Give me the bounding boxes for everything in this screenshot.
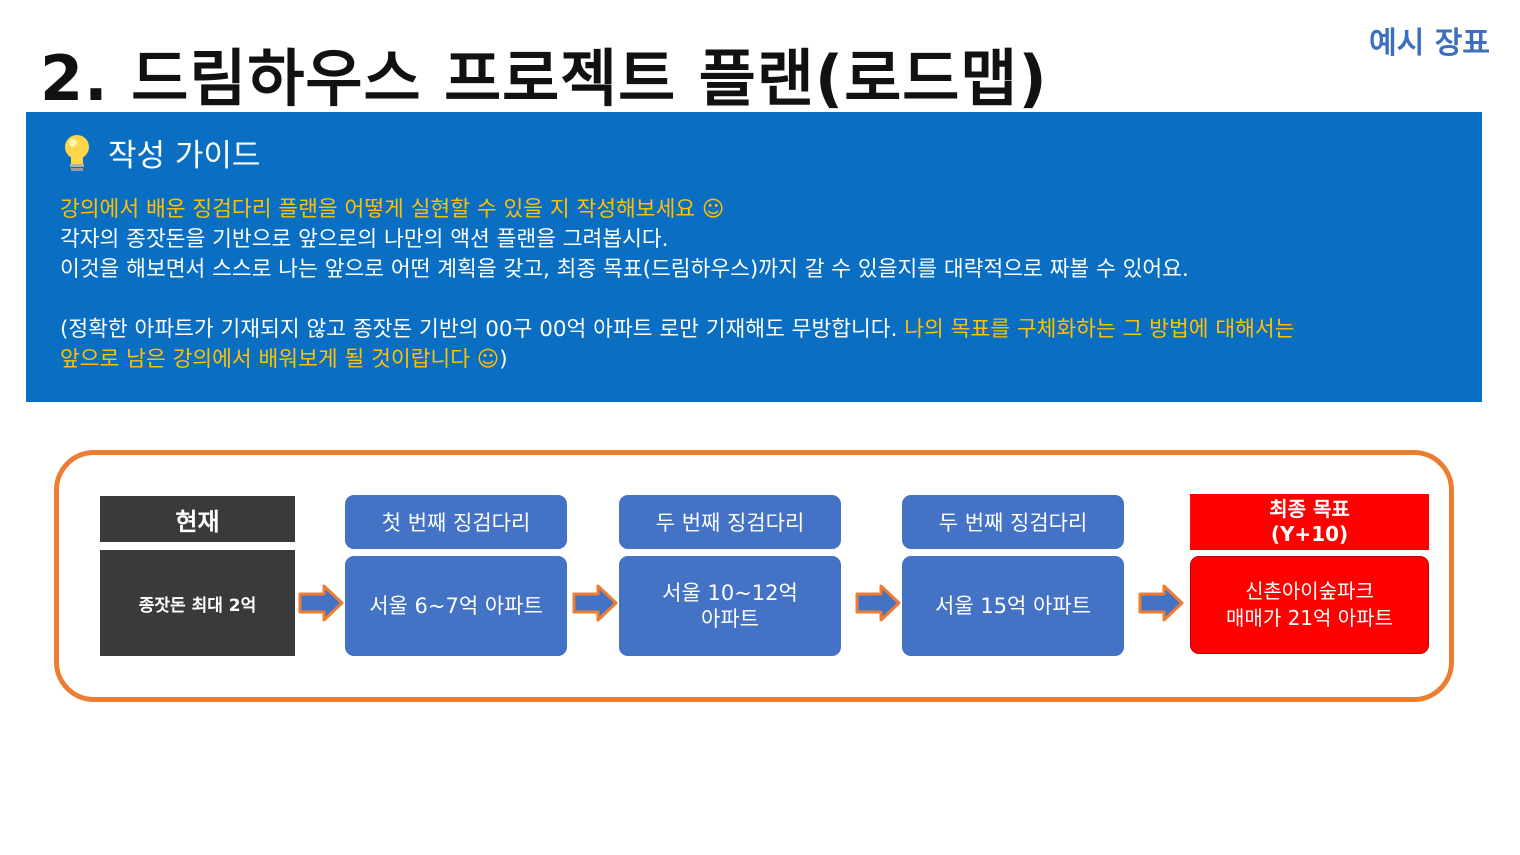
- arrow-right-icon: [572, 584, 618, 622]
- step2-body: 서울 10~12억 아파트: [619, 556, 841, 656]
- roadmap-frame: [54, 450, 1454, 702]
- page-title: 2. 드림하우스 프로젝트 플랜(로드맵): [40, 42, 1048, 115]
- guide-heading: 작성 가이드: [108, 138, 261, 174]
- current-header: 현재: [100, 496, 295, 542]
- guide-line-3: 이것을 해보면서 스스로 나는 앞으로 어떤 계획을 갖고, 최종 목표(드림하…: [60, 257, 1189, 282]
- goal-header: 최종 목표 (Y+10): [1190, 494, 1429, 550]
- step3-header: 두 번째 징검다리: [902, 495, 1124, 549]
- arrow-right-icon: [855, 584, 901, 622]
- step1-header: 첫 번째 징검다리: [345, 495, 567, 549]
- step2-header: 두 번째 징검다리: [619, 495, 841, 549]
- step3-body: 서울 15억 아파트: [902, 556, 1124, 656]
- guide-line-5-close: ): [499, 347, 508, 372]
- guide-line-5: 앞으로 남은 강의에서 배워보게 될 것이랍니다 ☺): [60, 345, 1450, 375]
- guide-line-1: 강의에서 배운 징검다리 플랜을 어떻게 실현할 수 있을 지 작성해보세요 ☺: [60, 197, 725, 222]
- arrow-right-icon: [298, 584, 344, 622]
- guide-line-5-highlight: 앞으로 남은 강의에서 배워보게 될 것이랍니다 ☺: [60, 347, 500, 372]
- guide-header: 작성 가이드: [60, 130, 1450, 175]
- goal-body: 신촌아이숲파크 매매가 21억 아파트: [1190, 556, 1429, 654]
- guide-line-4-highlight: 나의 목표를 구체화하는 그 방법에 대해서는: [904, 317, 1295, 342]
- guide-line-2: 각자의 종잣돈을 기반으로 앞으로의 나만의 액션 플랜을 그려봅시다.: [60, 227, 669, 252]
- arrow-right-icon: [1138, 584, 1184, 622]
- guide-line-4: (정확한 아파트가 기재되지 않고 종잣돈 기반의 00구 00억 아파트 로만…: [60, 315, 1450, 345]
- guide-panel: 작성 가이드 강의에서 배운 징검다리 플랜을 어떻게 실현할 수 있을 지 작…: [26, 112, 1482, 402]
- example-tag: 예시 장표: [1369, 26, 1490, 61]
- lightbulb-icon: [60, 132, 94, 174]
- step1-body: 서울 6~7억 아파트: [345, 556, 567, 656]
- guide-line-4-note: (정확한 아파트가 기재되지 않고 종잣돈 기반의 00구 00억 아파트 로만…: [60, 317, 905, 342]
- current-body: 종잣돈 최대 2억: [100, 550, 295, 656]
